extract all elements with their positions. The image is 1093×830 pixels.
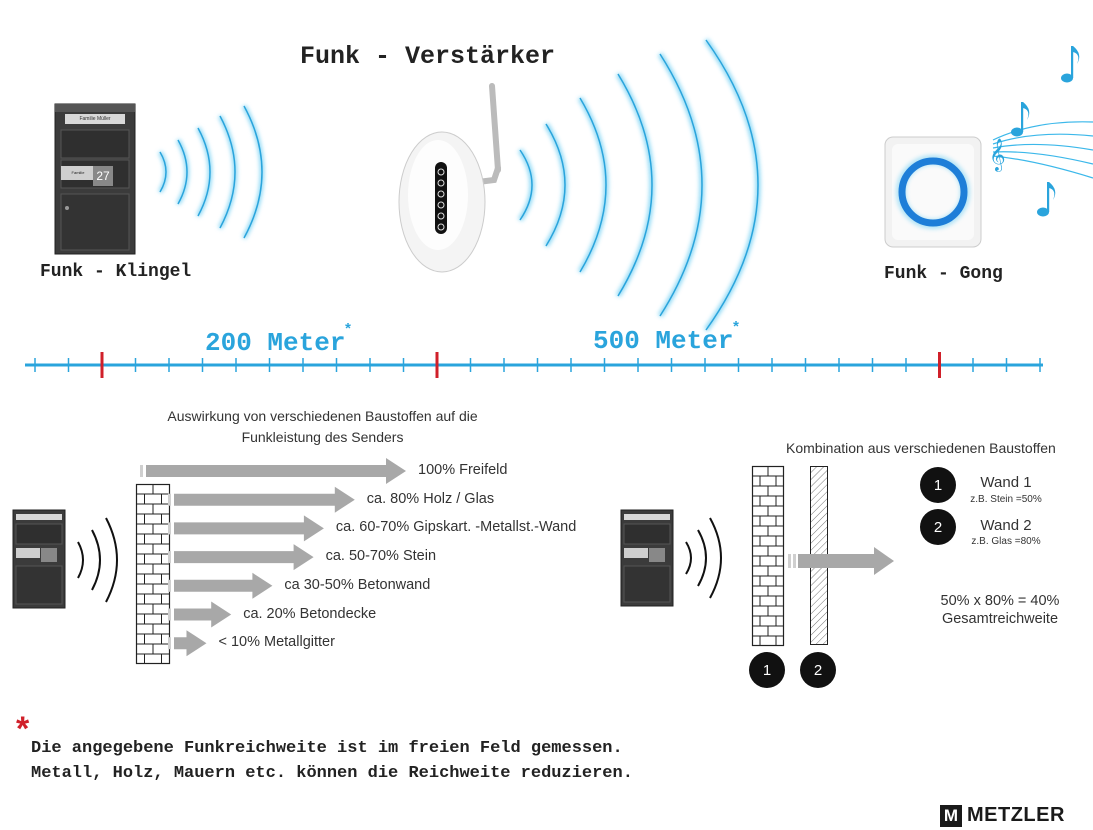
gong-label: Funk - Gong (884, 264, 1003, 284)
amplifier-radio-waves (517, 38, 761, 332)
brand-name: METZLER (967, 804, 1065, 826)
mailbox-graphic (54, 103, 136, 255)
arrow-tail (168, 608, 171, 621)
footnote-line1: Die angegebene Funkreichweite ist im fre… (31, 739, 623, 758)
wall2-marker: 2 (800, 652, 836, 688)
wall2-example: z.B. Glas =80% (971, 536, 1041, 547)
material-label: ca. 60-70% Gipskart. -Metallst.-Wand (335, 519, 577, 536)
material-label: ca. 80% Holz / Glas (366, 490, 495, 507)
small-waves-right (685, 517, 722, 599)
distance-200-value: 200 Meter (205, 328, 346, 358)
wall1-title: Wand 1 (980, 474, 1032, 491)
material-label: ca 30-50% Betonwand (284, 576, 431, 593)
distance-500: 500 Meter* (593, 320, 742, 356)
result-formula: 50% x 80% = 40% Gesamtreichweite (925, 592, 1075, 628)
logo-mark-icon: M (940, 804, 962, 827)
arrow-tail (168, 551, 171, 564)
material-label: 100% Freifeld (418, 462, 508, 478)
bell-radio-waves (158, 105, 264, 239)
asterisk-200: * (343, 322, 353, 339)
materials-heading: Auswirkung von verschiedenen Baustoffen … (110, 406, 535, 448)
arrow-tail (168, 522, 171, 535)
footnote-line2: Metall, Holz, Mauern etc. können die Rei… (31, 764, 633, 783)
doorbell-device: Familie Müller Familie Mustermann 27 (54, 103, 136, 256)
top-name-plate: Familie Müller (79, 116, 111, 122)
material-arrow (174, 601, 232, 628)
combination-heading: Kombination aus verschiedenen Baustoffen (786, 440, 1056, 456)
distance-500-value: 500 Meter (593, 326, 734, 356)
material-arrow (174, 572, 273, 599)
material-arrow (174, 544, 314, 571)
materials-heading-line2: Funkleistung des Senders (241, 429, 404, 445)
material-arrow (146, 458, 406, 484)
wall2-badge: 2 (920, 509, 956, 545)
house-number: 27 (96, 169, 110, 183)
arrow-tail (140, 465, 143, 477)
arrow-tail (168, 493, 171, 506)
material-label: < 10% Metallgitter (218, 634, 335, 651)
footnote-text: Die angegebene Funkreichweite ist im fre… (31, 736, 633, 786)
arrow-tail (168, 637, 171, 650)
small-waves-left (77, 517, 118, 603)
materials-heading-line1: Auswirkung von verschiedenen Baustoffen … (167, 408, 478, 424)
material-arrow (174, 630, 207, 657)
amplifier-title: Funk - Verstärker (300, 42, 556, 71)
brick-wall-left (135, 483, 171, 665)
name-plate: Familie Mustermann (71, 170, 85, 175)
wall2-title: Wand 2 (980, 517, 1032, 534)
amplifier-device (398, 83, 501, 273)
bell-label: Funk - Klingel (40, 262, 192, 282)
material-arrow (174, 486, 355, 513)
wall1-badge: 1 (920, 467, 956, 503)
result-line1: 50% x 80% = 40% (940, 593, 1060, 609)
material-label: ca. 20% Betondecke (243, 605, 377, 622)
small-doorbell-left (12, 509, 66, 609)
wall1-marker: 1 (749, 652, 785, 688)
gong-device (884, 136, 982, 248)
wall1-example: z.B. Stein =50% (970, 494, 1042, 505)
distance-200: 200 Meter* (205, 322, 354, 358)
asterisk-500: * (731, 320, 741, 337)
svg-text:𝄞: 𝄞 (989, 138, 1006, 172)
result-line2: Gesamtreichweite (941, 611, 1059, 627)
small-doorbell-right (620, 509, 674, 607)
brick-wall-right (751, 465, 785, 647)
footnote-asterisk: * (16, 710, 30, 748)
combined-arrow (788, 547, 894, 575)
distance-scale (25, 352, 1043, 378)
music-notes-icon: 𝄞 (989, 46, 1093, 217)
metzler-logo: M METZLER (940, 804, 1065, 827)
material-label: ca. 50-70% Stein (325, 548, 437, 565)
arrow-tail (168, 579, 171, 592)
material-arrow (174, 515, 324, 542)
